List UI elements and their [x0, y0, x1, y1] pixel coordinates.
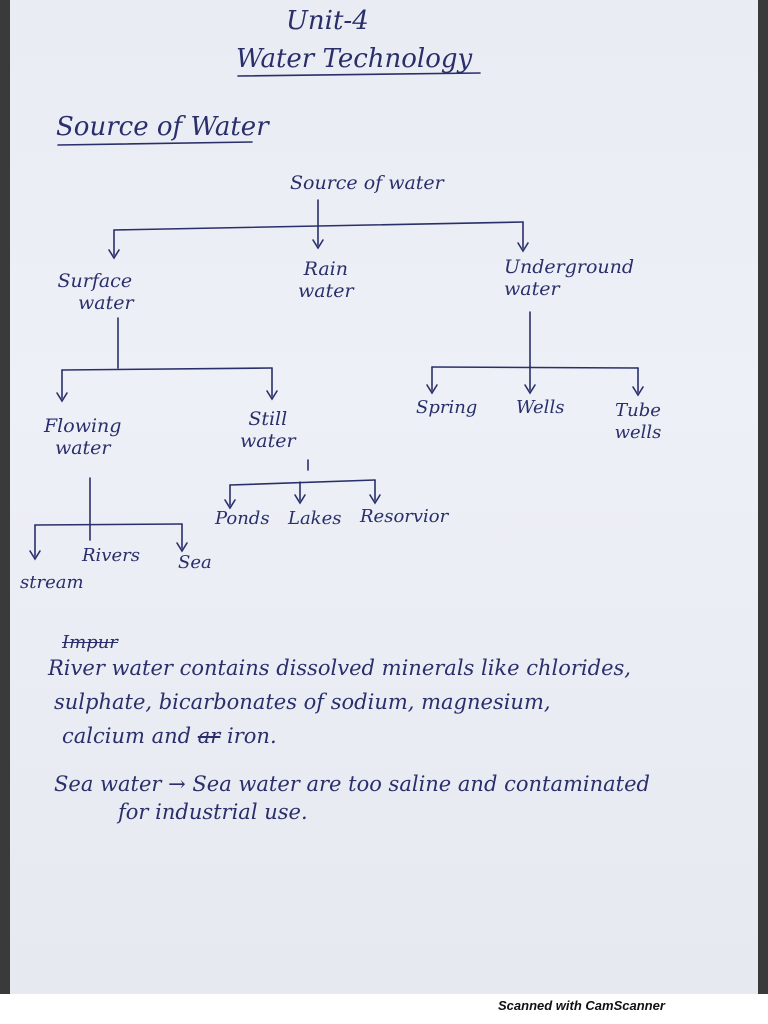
node-underground-water: Underground water: [504, 256, 635, 300]
notebook-page: Unit-4 Water Technology Source of Water …: [10, 0, 758, 994]
scan-footer: [0, 994, 768, 1024]
node-tube-wells: Tube wells: [614, 400, 662, 443]
title-underline: [237, 72, 481, 77]
camscanner-watermark: Scanned with CamScanner: [498, 998, 665, 1013]
river-water-line-1: River water contains dissolved minerals …: [48, 656, 631, 680]
node-lakes: Lakes: [288, 508, 342, 529]
node-stream: stream: [20, 572, 84, 593]
struck-word: Impur: [62, 632, 118, 653]
river-water-line-2: sulphate, bicarbonates of sodium, magnes…: [54, 690, 551, 714]
node-surface-water: Surface water: [57, 270, 134, 314]
node-rivers: Rivers: [82, 545, 140, 566]
river-water-line-3: calcium and ar iron.: [62, 724, 277, 748]
node-still-water: Still water: [240, 408, 296, 452]
tree-connectors: [29, 72, 644, 561]
sea-water-line-1: Sea water → Sea water are too saline and…: [54, 772, 650, 796]
node-resorvior: Resorvior: [360, 506, 449, 527]
unit-label: Unit-4: [286, 6, 369, 36]
node-rain-water: Rain water: [298, 258, 354, 302]
node-ponds: Ponds: [215, 508, 270, 529]
tree-root: Source of water: [290, 172, 444, 194]
section-underline: [57, 141, 253, 146]
sea-water-line-2: for industrial use.: [118, 800, 308, 824]
section-heading: Source of Water: [56, 112, 269, 142]
node-wells: Wells: [516, 397, 565, 418]
node-flowing-water: Flowing water: [44, 415, 122, 459]
node-sea: Sea: [178, 552, 212, 573]
page-title: Water Technology: [236, 44, 473, 74]
node-spring: Spring: [416, 397, 478, 418]
